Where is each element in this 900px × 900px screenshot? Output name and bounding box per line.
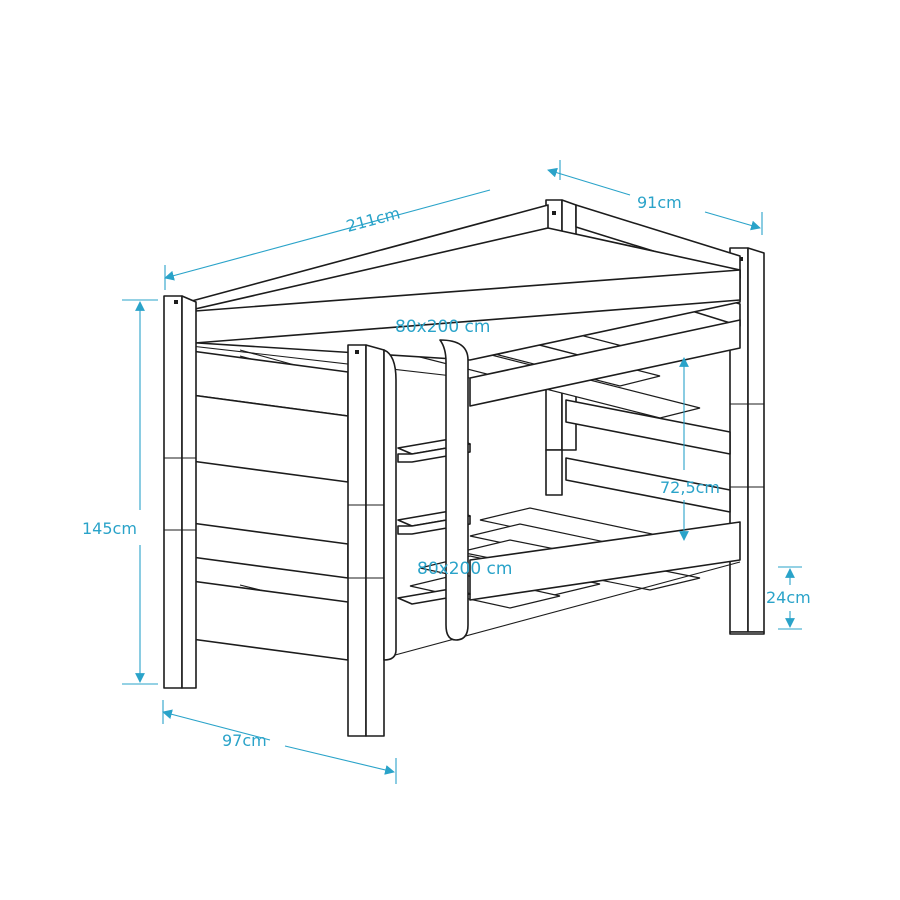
dim-depth-top: 91cm: [547, 160, 763, 235]
dim-depth-bottom: 97cm: [162, 700, 397, 784]
dim-height-label: 145cm: [82, 519, 137, 538]
top-front-rail: [181, 227, 741, 407]
dim-clearance: 72,5cm: [660, 357, 720, 541]
dim-underbed-label: 24cm: [766, 588, 811, 607]
mattress-top-label: 80x200 cm: [395, 317, 490, 337]
dim-underbed: 24cm: [766, 566, 811, 630]
dim-length-label: 211cm: [344, 203, 402, 236]
ladder: [383, 339, 471, 661]
dim-depth-top-label: 91cm: [637, 193, 682, 212]
dim-height: 145cm: [82, 299, 158, 685]
lower-back-rails: [565, 399, 731, 513]
dim-depth-bottom-label: 97cm: [222, 731, 267, 750]
top-side-panel: [183, 349, 349, 483]
lower-front-rail: [183, 521, 741, 661]
dim-clearance-label: 72,5cm: [660, 478, 720, 497]
front-left-post: [163, 295, 197, 689]
front-right-post: [347, 344, 385, 737]
mattress-bottom-label: 80x200 cm: [417, 559, 512, 579]
